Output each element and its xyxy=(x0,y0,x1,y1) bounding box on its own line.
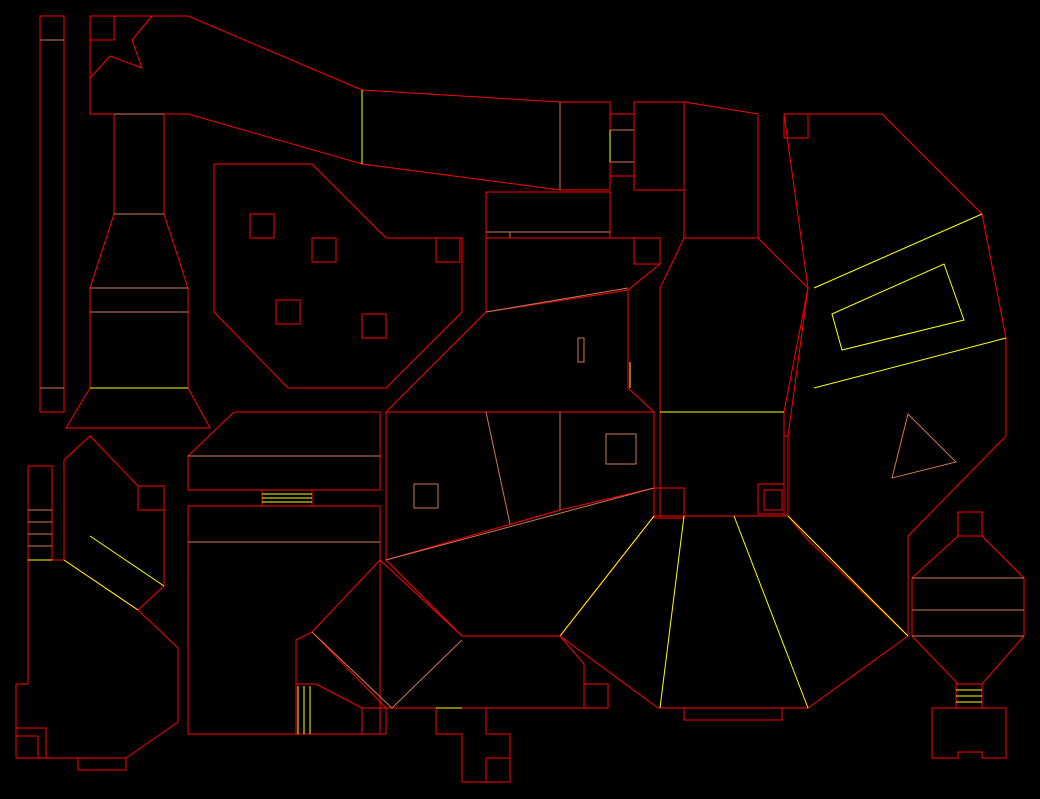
tower-room xyxy=(683,101,759,239)
start-room xyxy=(89,15,363,165)
middle-west-rooms xyxy=(187,411,381,735)
south-fan-room xyxy=(559,515,909,721)
pillar-room xyxy=(213,163,463,389)
central-arena xyxy=(385,411,655,637)
south-center-rooms xyxy=(295,559,609,783)
east-exit-room xyxy=(911,511,1025,759)
central-block xyxy=(384,191,661,413)
east-central-hall xyxy=(653,237,809,519)
east-hex-room xyxy=(783,113,1007,638)
west-corridor xyxy=(39,15,65,413)
west-stair-hall xyxy=(65,113,211,429)
southwest-rooms xyxy=(15,435,179,771)
north-hall xyxy=(361,89,685,191)
